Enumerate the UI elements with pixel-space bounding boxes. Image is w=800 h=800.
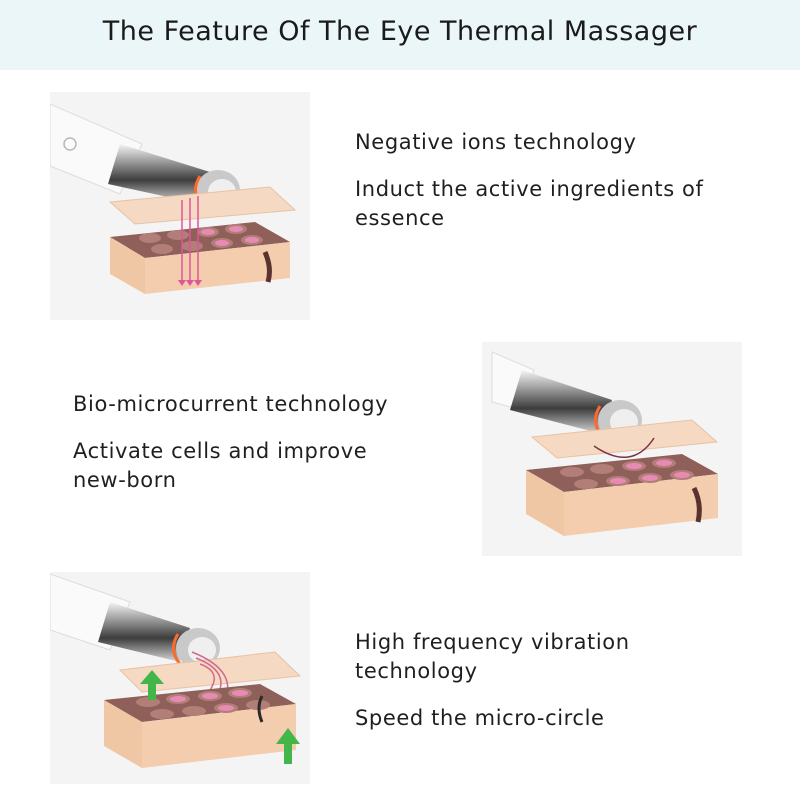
feature-bio-microcurrent: Bio-microcurrent technology Activate cel… (73, 390, 473, 495)
up-arrow-icon (140, 670, 300, 764)
feature-description: Activate cells and improve new-born (73, 439, 368, 492)
microcurrent-illustration (482, 342, 742, 556)
ion-penetration-illustration (50, 92, 310, 320)
vibration-illustration (50, 572, 310, 784)
feature-heading: Bio-microcurrent technology (73, 392, 389, 416)
feature-description: Speed the micro-circle (355, 706, 605, 730)
feature-description: Induct the active ingredients of essence (355, 177, 704, 230)
feature-vibration: High frequency vibration technology Spee… (355, 628, 755, 733)
feature-heading: High frequency vibration technology (355, 630, 630, 683)
power-button-icon (63, 137, 77, 151)
page-header: The Feature Of The Eye Thermal Massager (0, 0, 800, 70)
feature-heading: Negative ions technology (355, 130, 637, 154)
page-title: The Feature Of The Eye Thermal Massager (102, 16, 698, 47)
feature-negative-ions: Negative ions technology Induct the acti… (355, 128, 755, 233)
